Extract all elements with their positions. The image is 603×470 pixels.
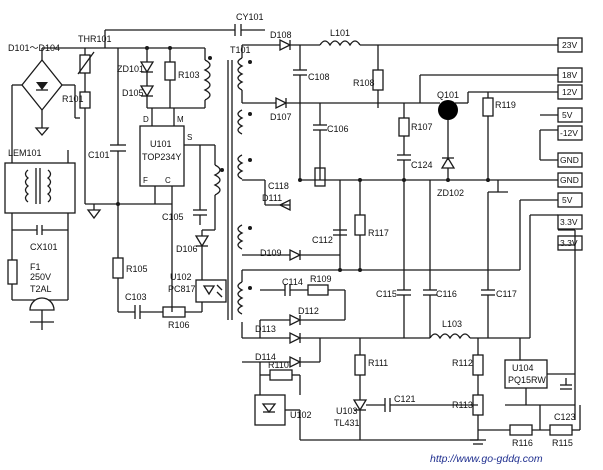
label-r110: R110	[268, 360, 289, 370]
label-f1-type: T2AL	[30, 284, 52, 294]
label-l101: L101	[330, 28, 350, 38]
watermark-url: http://www.go-gddq.com	[430, 453, 543, 465]
label-u104-part: PQ15RW	[508, 375, 546, 385]
output-label-4: 5V	[562, 110, 573, 120]
output-label-1: 23V	[562, 40, 577, 50]
transformer-section	[205, 24, 265, 320]
input-section	[4, 29, 205, 330]
label-r115: R115	[552, 438, 573, 448]
label-d113: D113	[255, 324, 276, 334]
label-c123: C123	[554, 412, 576, 422]
label-thr101: THR101	[78, 34, 112, 44]
component-labels: D101～D104 THR101 R101 LEM101 CX101 F1 25…	[8, 12, 576, 448]
label-d111: D111	[262, 193, 282, 203]
output-label-9: 3.3V	[560, 217, 578, 227]
label-r101: R101	[62, 94, 84, 104]
label-c118: C118	[268, 181, 289, 191]
label-r105: R105	[126, 264, 148, 274]
label-d114: D114	[255, 352, 276, 362]
output-label-6: GND	[560, 155, 579, 165]
label-c106: C106	[327, 124, 349, 134]
output-label-5: -12V	[560, 128, 578, 138]
secondary-lower	[241, 180, 581, 445]
label-r117: R117	[368, 228, 389, 238]
label-u104: U104	[512, 363, 534, 373]
output-label-10: 3.3V	[560, 238, 578, 248]
label-r108: R108	[353, 78, 375, 88]
secondary-middle	[242, 180, 558, 272]
label-c105: C105	[162, 212, 184, 222]
label-d101-d104: D101～D104	[8, 43, 60, 53]
label-f1-rating: 250V	[30, 272, 51, 282]
secondary-upper	[241, 38, 558, 212]
label-r113: R113	[452, 400, 473, 410]
label-d108: D108	[270, 30, 292, 40]
label-r109: R109	[310, 274, 332, 284]
output-labels: 23V 18V 12V 5V -12V GND GND 5V 3.3V 3.3V	[560, 40, 579, 248]
label-r106: R106	[168, 320, 190, 330]
label-pin-d: D	[143, 115, 149, 124]
label-c117: C117	[496, 289, 517, 299]
label-r116: R116	[512, 438, 533, 448]
label-cy101: CY101	[236, 12, 264, 22]
label-u102-part: PC817	[168, 284, 196, 294]
label-u101-part: TOP234Y	[142, 152, 181, 162]
label-l103: L103	[442, 319, 462, 329]
label-u103-part: TL431	[334, 418, 360, 428]
primary-section	[85, 46, 227, 319]
label-c108: C108	[308, 72, 330, 82]
label-pin-s: S	[187, 133, 192, 142]
label-r107: R107	[411, 122, 433, 132]
label-r111: R111	[368, 358, 388, 368]
label-c103: C103	[125, 292, 147, 302]
output-label-7: GND	[560, 175, 579, 185]
label-c101: C101	[88, 150, 110, 160]
label-u101: U101	[150, 139, 172, 149]
label-r112: R112	[452, 358, 473, 368]
output-label-3: 12V	[562, 87, 577, 97]
output-label-2: 18V	[562, 70, 577, 80]
label-u102: U102	[170, 272, 192, 282]
label-c121: C121	[394, 394, 416, 404]
label-r103: R103	[178, 70, 200, 80]
label-d106: D106	[176, 244, 198, 254]
label-c116: C116	[436, 289, 457, 299]
label-c115: C115	[376, 289, 397, 299]
label-u102-b: U102	[290, 410, 312, 420]
label-d109: D109	[260, 248, 282, 258]
label-zd101: ZD101	[117, 64, 144, 74]
label-c112: C112	[312, 235, 333, 245]
label-f1: F1	[30, 262, 41, 272]
label-d112: D112	[298, 306, 319, 316]
label-u103: U103	[336, 406, 358, 416]
label-pin-f: F	[143, 176, 148, 185]
label-pin-m: M	[177, 115, 184, 124]
label-r119: R119	[495, 100, 516, 110]
label-c124: C124	[411, 160, 433, 170]
output-connector	[557, 37, 583, 251]
label-t101: T101	[230, 45, 251, 55]
output-label-8: 5V	[562, 195, 573, 205]
label-pin-c: C	[165, 176, 171, 185]
label-c114: C114	[282, 277, 303, 287]
label-q101: Q101	[437, 90, 459, 100]
label-lem101: LEM101	[8, 148, 42, 158]
u101-chip	[139, 125, 185, 187]
label-zd102: ZD102	[437, 188, 464, 198]
label-cx101: CX101	[30, 242, 58, 252]
label-d107: D107	[270, 112, 292, 122]
label-d105: D105	[122, 88, 144, 98]
